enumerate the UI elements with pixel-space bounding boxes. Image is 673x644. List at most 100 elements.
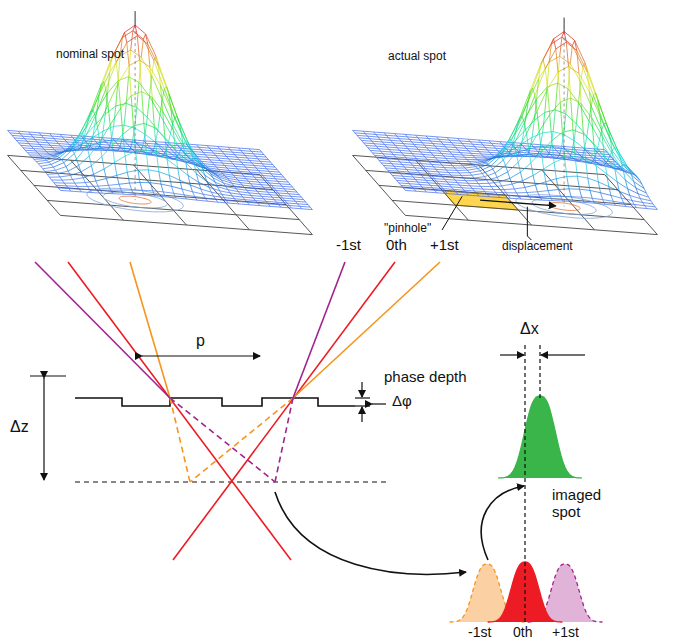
mesh-line bbox=[208, 157, 210, 159]
mesh-line bbox=[260, 205, 271, 207]
mesh-line bbox=[195, 154, 197, 156]
mesh-line bbox=[559, 190, 561, 197]
mesh-line bbox=[272, 185, 283, 187]
mesh-line bbox=[491, 166, 493, 169]
mesh-line bbox=[202, 161, 213, 163]
mesh-line bbox=[104, 169, 106, 179]
mesh-line bbox=[108, 82, 119, 105]
mesh-line bbox=[176, 143, 178, 145]
mesh-line bbox=[186, 199, 197, 200]
mesh-line bbox=[276, 178, 287, 180]
mesh-line bbox=[257, 191, 259, 194]
mesh-line bbox=[268, 160, 270, 162]
mesh-line bbox=[266, 190, 268, 193]
mesh-line bbox=[530, 146, 541, 148]
mesh-line bbox=[515, 155, 517, 157]
mesh-line bbox=[397, 136, 408, 138]
mesh-line bbox=[50, 133, 61, 135]
mesh-line bbox=[389, 137, 400, 139]
mesh-line bbox=[227, 168, 229, 170]
mesh-line bbox=[267, 169, 269, 171]
mesh-line bbox=[140, 182, 142, 190]
mesh-line bbox=[510, 142, 520, 144]
mesh-line bbox=[396, 168, 407, 170]
mesh-line bbox=[181, 159, 183, 161]
mesh-line bbox=[238, 192, 249, 193]
mesh-line bbox=[260, 161, 262, 163]
mesh-line bbox=[41, 135, 43, 137]
mesh-line bbox=[102, 137, 113, 139]
mesh-line bbox=[479, 151, 490, 153]
mesh-line bbox=[270, 195, 272, 198]
mesh-line bbox=[481, 142, 492, 144]
mesh-line bbox=[372, 152, 383, 154]
mesh-line bbox=[132, 142, 143, 146]
mesh-line bbox=[232, 183, 234, 186]
mesh-line bbox=[243, 153, 245, 156]
mesh-line bbox=[137, 108, 148, 118]
mesh-line bbox=[213, 178, 224, 183]
mesh-line bbox=[293, 199, 295, 202]
mesh-line bbox=[476, 163, 487, 167]
mesh-line bbox=[247, 158, 249, 160]
mesh-line bbox=[229, 159, 231, 161]
mesh-line bbox=[552, 141, 554, 163]
mesh-line bbox=[65, 139, 67, 141]
mesh-line bbox=[391, 140, 402, 142]
mesh-line bbox=[228, 190, 239, 192]
mesh-line bbox=[536, 156, 547, 158]
mesh-line bbox=[465, 157, 476, 158]
mesh-line bbox=[279, 204, 290, 206]
mesh-line bbox=[411, 162, 422, 164]
mesh-line bbox=[374, 132, 385, 134]
mesh-line bbox=[157, 155, 159, 156]
mesh-line bbox=[514, 189, 516, 193]
mesh-line bbox=[152, 97, 163, 111]
mesh-line bbox=[20, 133, 31, 135]
mesh-line bbox=[147, 96, 149, 117]
mesh-line bbox=[550, 197, 552, 201]
mesh-line bbox=[204, 164, 206, 166]
mesh-line bbox=[203, 194, 214, 196]
mesh-line bbox=[429, 161, 440, 163]
mesh-line bbox=[271, 174, 273, 176]
mesh-line bbox=[53, 163, 64, 167]
mesh-line bbox=[115, 163, 117, 176]
mesh-line bbox=[374, 132, 376, 135]
mesh-line bbox=[518, 162, 520, 172]
mesh-line bbox=[446, 170, 457, 171]
mesh-line bbox=[491, 143, 493, 145]
mesh-line bbox=[100, 125, 111, 142]
mesh-line bbox=[389, 149, 400, 151]
mesh-line bbox=[595, 157, 606, 164]
mesh-line bbox=[463, 155, 465, 157]
mesh-line bbox=[247, 202, 258, 204]
mesh-line bbox=[91, 166, 93, 175]
mesh-line bbox=[212, 162, 214, 164]
mesh-line bbox=[391, 151, 402, 153]
mesh-line bbox=[263, 175, 265, 177]
mesh-line bbox=[251, 183, 262, 185]
mesh-line bbox=[94, 139, 96, 141]
mesh-line bbox=[240, 171, 242, 173]
mesh-line bbox=[259, 193, 270, 195]
mesh-line bbox=[236, 178, 238, 180]
mesh-line bbox=[147, 117, 158, 130]
mesh-line bbox=[144, 141, 146, 143]
mesh-line bbox=[482, 174, 484, 177]
mesh-line bbox=[222, 151, 224, 153]
mesh-line bbox=[483, 144, 494, 146]
mesh-line bbox=[219, 177, 230, 180]
mesh-line bbox=[271, 173, 282, 175]
mesh-line bbox=[85, 183, 87, 187]
mesh-line bbox=[463, 154, 474, 156]
mesh-line bbox=[433, 155, 444, 157]
mesh-line bbox=[507, 155, 509, 157]
mesh-line bbox=[145, 134, 156, 142]
mesh-line bbox=[277, 202, 288, 204]
mesh-line bbox=[550, 115, 552, 141]
mesh-line bbox=[136, 142, 138, 144]
mesh-line bbox=[487, 180, 489, 183]
mesh-line bbox=[438, 160, 449, 162]
